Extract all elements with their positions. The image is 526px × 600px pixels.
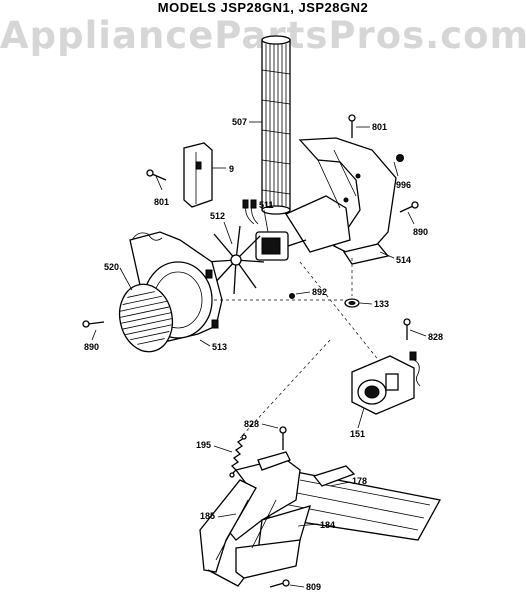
- screw-890-left: [82, 320, 105, 328]
- bracket-part: [183, 142, 213, 208]
- explode-lines: [214, 258, 381, 439]
- motor-mount-514: [285, 137, 397, 265]
- part-label: 513: [212, 342, 227, 352]
- fan-motor-511: [242, 199, 307, 261]
- screw-801-left: [146, 169, 167, 181]
- leader-lines: [91, 121, 427, 588]
- screw-892: [289, 293, 295, 299]
- part-label: 890: [413, 227, 428, 237]
- washer-133: [344, 298, 360, 308]
- model-title: MODELS JSP28GN1, JSP28GN2: [157, 0, 369, 15]
- spring-195: [229, 434, 247, 478]
- screw-801-right: [348, 114, 356, 138]
- part-label: 801: [372, 122, 387, 132]
- part-label: 184: [320, 520, 335, 530]
- screw-828-upper: [403, 318, 411, 340]
- part-label: 9: [229, 164, 234, 174]
- blower-wheel: [261, 35, 291, 215]
- screw-809: [269, 579, 290, 588]
- part-label: 890: [84, 342, 99, 352]
- part-label: 809: [306, 582, 321, 592]
- part-label: 801: [154, 197, 169, 207]
- fan-blade-512: [205, 225, 265, 295]
- part-label: 512: [210, 211, 225, 221]
- part-label: 178: [352, 476, 367, 486]
- part-label: 892: [312, 287, 327, 297]
- part-label: 507: [232, 117, 247, 127]
- part-label: 828: [244, 419, 259, 429]
- part-label: 185: [200, 511, 215, 521]
- screw-828-lower: [279, 426, 287, 450]
- part-label: 514: [396, 255, 411, 265]
- damper-motor-151: [351, 351, 421, 415]
- part-label: 133: [374, 299, 389, 309]
- part-label: 151: [350, 429, 365, 439]
- part-label: 828: [428, 332, 443, 342]
- part-label: 511: [259, 200, 274, 210]
- grille-520: [118, 283, 174, 353]
- screw-890-right: [399, 201, 419, 213]
- part-label: 996: [396, 180, 411, 190]
- part-label: 520: [104, 262, 119, 272]
- nut-996: [396, 154, 404, 162]
- part-label: 195: [196, 440, 211, 450]
- damper-frame-184-185: [199, 451, 356, 587]
